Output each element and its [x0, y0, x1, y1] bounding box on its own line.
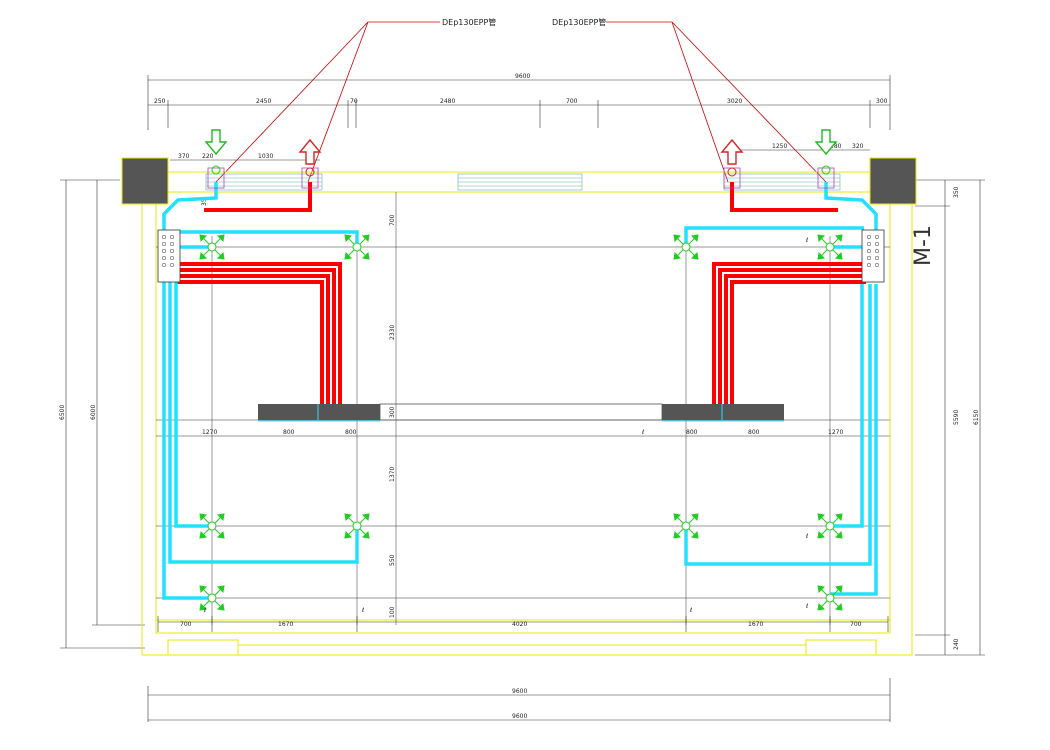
callout-right-label: DEp130EPP管	[552, 17, 606, 27]
dim-top-left-small-1: 370	[178, 153, 190, 160]
return-pipes-right	[684, 182, 878, 596]
dim-left-outer: 6500	[59, 405, 66, 420]
column-top-left	[121, 157, 169, 205]
dim-mid-left-3: 800	[345, 429, 357, 436]
callout-leaders	[215, 21, 827, 183]
dim-top-seg-7: 300	[876, 98, 888, 105]
island-left	[258, 404, 380, 422]
dim-top-seg-4: 2480	[440, 98, 455, 105]
valve-tag: ℓ	[805, 603, 808, 610]
dim-top-right-small-3: 320	[852, 143, 864, 150]
dim-pipe-note: 35	[201, 198, 208, 206]
down-arrow-icon	[815, 129, 837, 155]
dim-left-inner: 6000	[90, 405, 97, 420]
return-pipes-left	[162, 182, 359, 600]
dim-top-seg-2: 2450	[256, 98, 271, 105]
dim-bottom-seg-3: 4020	[512, 621, 527, 628]
top-dimension-lines	[147, 75, 891, 161]
dim-mid-right-3: 1270	[828, 429, 843, 436]
dim-center-v-5: 550	[389, 554, 396, 566]
dim-mid-right-2: 800	[748, 429, 760, 436]
manifold-icon	[861, 229, 885, 283]
dim-top-right-small-1: 1250	[772, 143, 787, 150]
dim-mid-left-2: 800	[283, 429, 295, 436]
island-center	[379, 403, 663, 421]
valve-tag: ℓ	[805, 237, 808, 244]
side-dimension-lines	[60, 179, 985, 656]
dim-top-right-small-2: 280	[830, 143, 842, 150]
column-top-right	[869, 157, 917, 205]
dim-mid-left-1: 1270	[202, 429, 217, 436]
bottom-dimension-lines	[147, 616, 891, 722]
dim-center-v-2: 2330	[389, 325, 396, 340]
dim-center-v-1: 700	[389, 214, 396, 226]
valve-tag: ℓ	[361, 607, 364, 614]
dim-bottom-seg-1: 700	[180, 621, 192, 628]
dim-center-v-6: 100	[389, 606, 396, 618]
dim-bottom-seg-2: 1670	[278, 621, 293, 628]
dim-top-seg-1: 250	[154, 98, 166, 105]
dim-bottom-seg-5: 700	[850, 621, 862, 628]
fitting-circle-icon	[211, 165, 831, 177]
up-arrow-icon	[299, 139, 321, 165]
up-arrow-icon	[721, 139, 743, 165]
dim-bottom-seg-4: 1670	[748, 621, 763, 628]
walls	[141, 171, 913, 656]
dim-top-overall: 9600	[515, 73, 530, 80]
dim-top-left-small-3: 1030	[258, 153, 273, 160]
dim-top-seg-6: 3020	[727, 98, 742, 105]
callout-left-label: DEp130EPP管	[442, 17, 496, 27]
dim-right-bottom: 240	[953, 638, 960, 650]
dim-bottom-overall-2: 9600	[512, 713, 527, 720]
window-top-center	[457, 173, 583, 191]
dim-right-top: 350	[953, 186, 960, 198]
valve-tag: ℓ	[805, 533, 808, 540]
dim-top-seg-3: 70	[350, 98, 358, 105]
valve-tag: ℓ	[203, 607, 206, 614]
supply-pipes-left	[176, 182, 342, 404]
valve-tag: ℓ	[689, 607, 692, 614]
down-arrow-icon	[205, 129, 227, 155]
dim-top-left-small-2: 220	[202, 153, 214, 160]
dim-center-v-4: 1370	[389, 467, 396, 482]
dim-mid-right-1: 800	[686, 429, 698, 436]
room-mark: M-1	[911, 225, 936, 266]
dim-right-inner: 5590	[953, 410, 960, 425]
dim-bottom-overall-1: 9600	[512, 688, 527, 695]
island-right	[662, 404, 784, 422]
supply-pipes-right	[712, 182, 866, 404]
dim-center-v-3: 300	[389, 406, 396, 418]
fitting-icon	[207, 167, 835, 189]
valve-tag: ℓ	[641, 429, 644, 436]
dim-right-outer: 6150	[973, 410, 980, 425]
window-top-left	[205, 173, 323, 191]
manifold-icon	[157, 229, 181, 283]
dim-top-seg-5: 700	[566, 98, 578, 105]
